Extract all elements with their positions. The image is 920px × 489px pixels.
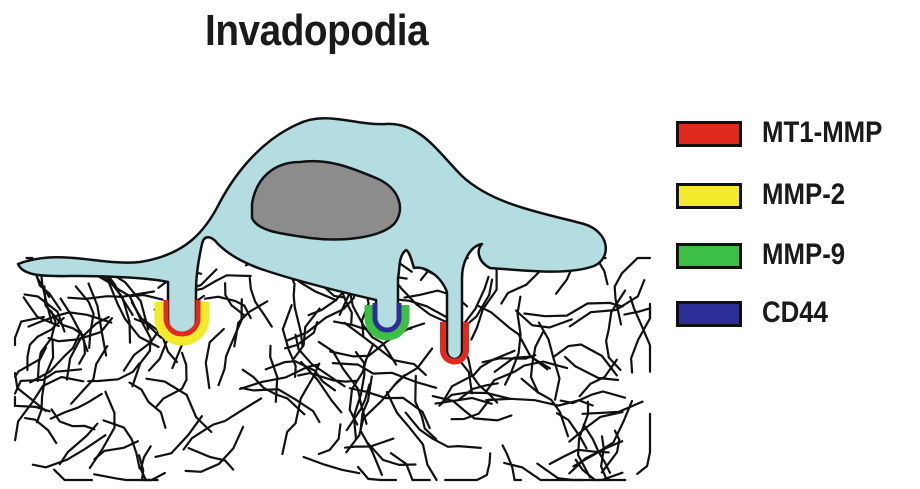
matrix-fiber bbox=[52, 409, 95, 429]
matrix-fiber bbox=[130, 383, 166, 428]
matrix-fiber bbox=[524, 303, 622, 316]
matrix-fiber bbox=[283, 305, 296, 377]
matrix-fiber bbox=[468, 357, 497, 402]
matrix-fiber bbox=[104, 420, 140, 468]
matrix-fiber bbox=[561, 392, 625, 404]
mmp-2-swatch-icon bbox=[676, 183, 742, 209]
matrix-fiber bbox=[25, 418, 56, 443]
matrix-fiber bbox=[54, 470, 93, 480]
mt1-mmp-swatch-icon bbox=[676, 121, 742, 147]
matrix-fiber bbox=[391, 453, 430, 480]
matrix-fiber bbox=[501, 269, 542, 303]
matrix-fiber bbox=[601, 436, 610, 480]
legend-label: MMP-2 bbox=[762, 178, 845, 212]
legend-label: CD44 bbox=[762, 296, 828, 330]
legend-label: MMP-9 bbox=[762, 238, 845, 272]
matrix-fiber bbox=[569, 412, 622, 442]
cd44-swatch-icon bbox=[676, 301, 742, 327]
matrix-fiber bbox=[358, 467, 396, 480]
legend-label: MT1-MMP bbox=[762, 116, 882, 150]
matrix-fiber bbox=[156, 353, 186, 407]
matrix-fiber bbox=[445, 453, 490, 480]
matrix-fiber bbox=[241, 388, 319, 422]
matrix-fiber bbox=[522, 379, 568, 436]
matrix-fiber bbox=[615, 258, 650, 324]
matrix-fiber bbox=[637, 414, 650, 474]
matrix-fiber bbox=[304, 457, 360, 473]
matrix-fiber bbox=[583, 402, 643, 414]
matrix-fiber bbox=[319, 424, 341, 454]
matrix-fiber bbox=[250, 278, 272, 327]
mmp-9-swatch-icon bbox=[676, 243, 742, 269]
extracellular-matrix-fibers bbox=[15, 258, 650, 480]
matrix-fiber bbox=[219, 299, 242, 385]
